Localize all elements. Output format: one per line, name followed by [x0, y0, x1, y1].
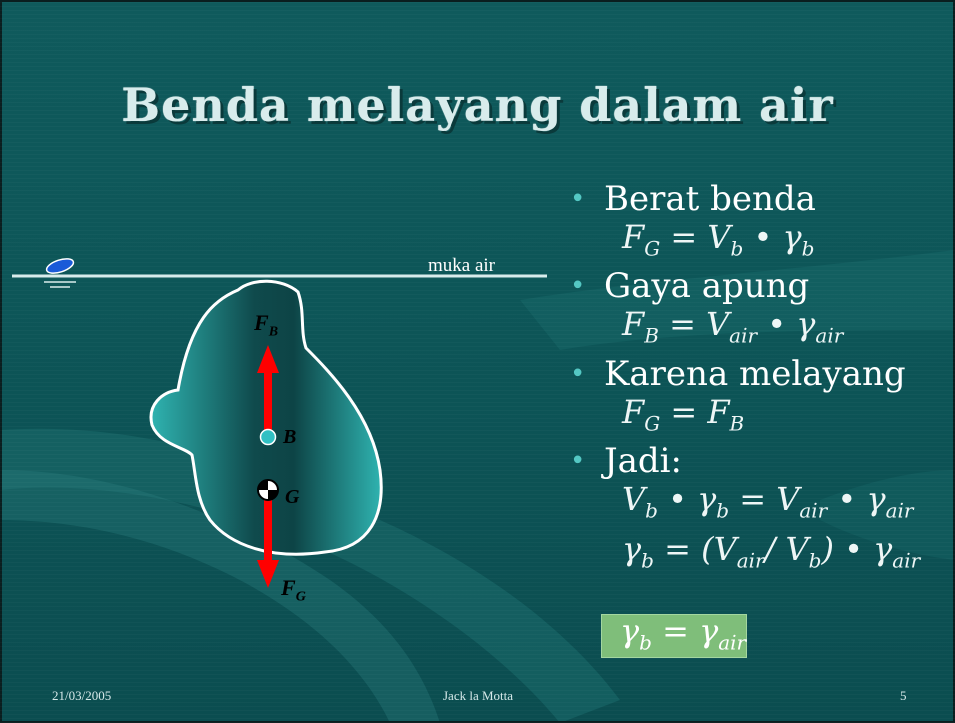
footer-page-number: 5	[900, 688, 907, 703]
bullet-floating: •Karena melayang	[570, 353, 906, 394]
result-highlight-box	[601, 614, 747, 658]
formula-result: γb = γair	[620, 612, 747, 655]
center-of-buoyancy-point	[259, 428, 277, 446]
center-of-buoyancy-label: B	[283, 426, 297, 448]
weight-force-arrow	[257, 492, 279, 588]
slide-title: Benda melayang dalam air	[121, 78, 834, 132]
formula-volume-weight: Vb • γb = Vair • γair	[622, 480, 914, 523]
formula-buoyancy: FB = Vair • γair	[622, 305, 844, 348]
buoyancy-force-arrow	[257, 345, 279, 442]
bullet-list: •Berat benda FG = Vb • γb •Gaya apung FB…	[570, 180, 950, 579]
footer-author: Jack la Motta	[443, 688, 514, 703]
center-of-gravity-label: G	[285, 486, 300, 508]
formula-equilibrium: FG = FB	[622, 392, 745, 436]
bullet-therefore: •Jadi:	[570, 441, 682, 482]
formula-weight: FG = Vb • γb	[622, 218, 815, 261]
buoyancy-force-label: FB	[254, 310, 279, 340]
water-level-symbol-icon	[44, 258, 76, 288]
water-surface-label: muka air	[428, 255, 496, 276]
bullet-weight: •Berat benda	[570, 179, 816, 219]
formula-density-ratio: γb = (Vair/ Vb) • γair	[622, 529, 921, 572]
footer-date: 21/03/2005	[52, 688, 112, 703]
center-of-gravity-icon	[257, 479, 279, 501]
weight-force-label: FG	[281, 575, 306, 605]
bullet-buoyancy: •Gaya apung	[570, 266, 810, 307]
